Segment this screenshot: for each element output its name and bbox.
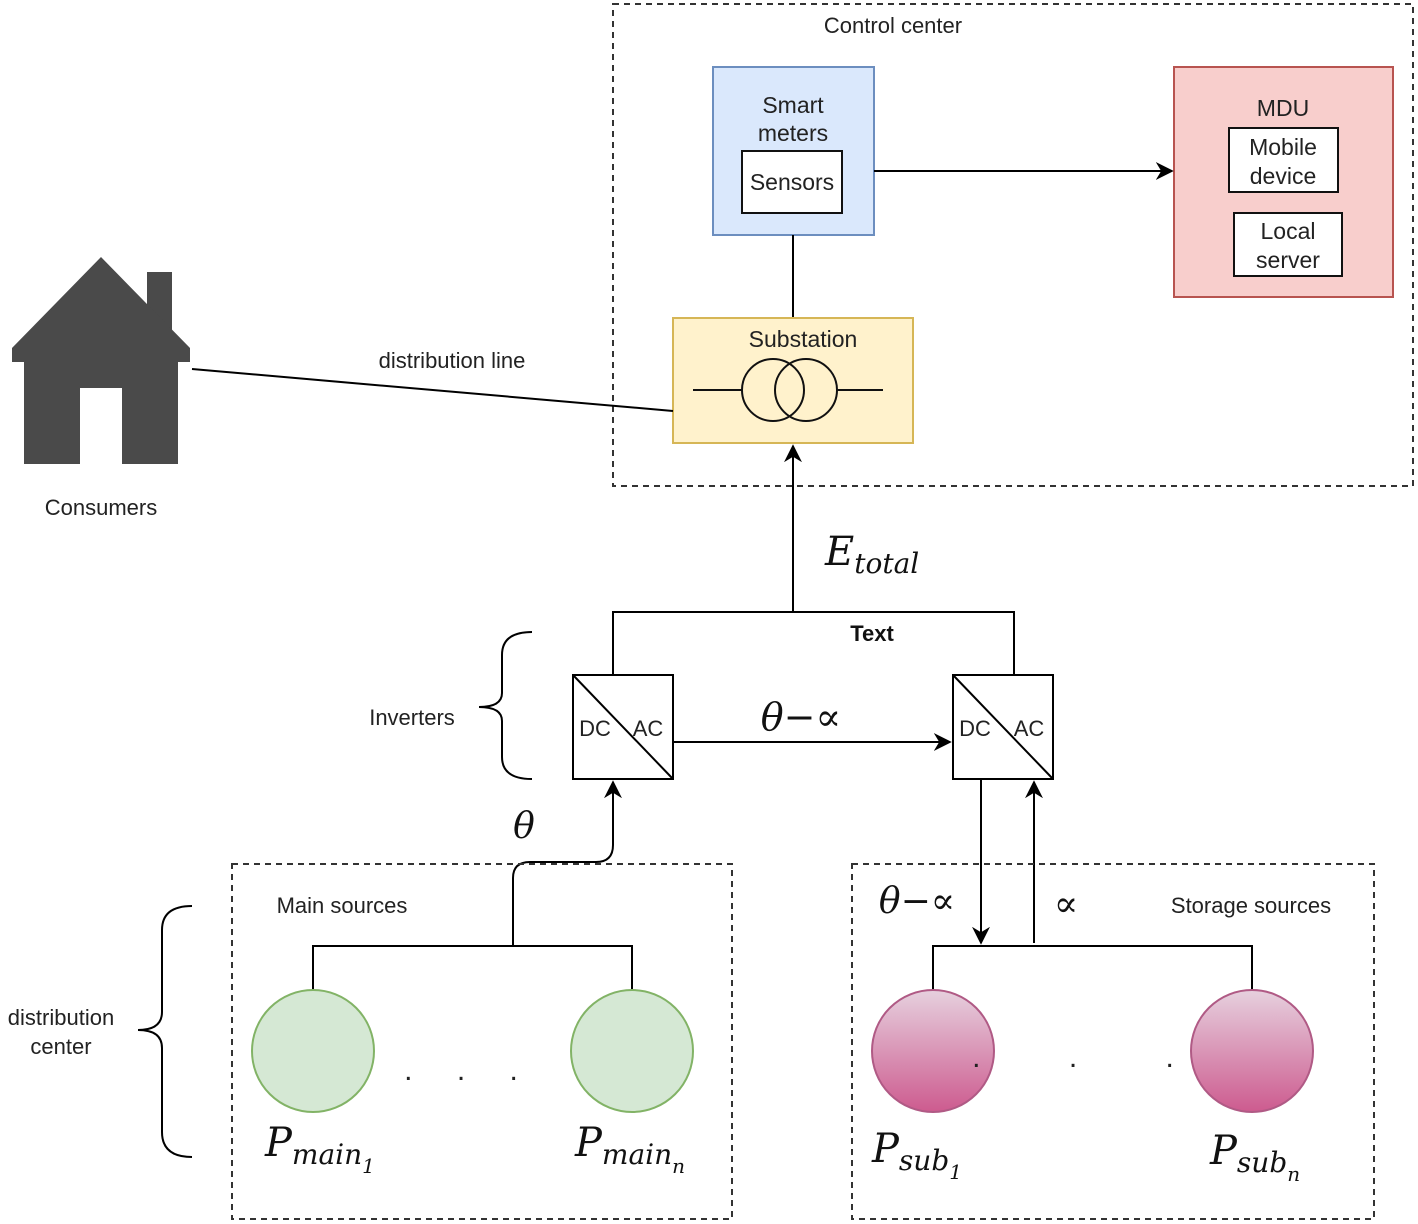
mobile-device-box[interactable]	[1228, 127, 1339, 193]
distribution-line	[191, 368, 674, 412]
main-sources-dots: . . .	[404, 1054, 536, 1087]
local-server-line1: Local	[1261, 218, 1316, 244]
p-main-n-label: Pmainn	[574, 1120, 685, 1178]
inverter-storage[interactable]: DC AC	[952, 674, 1054, 780]
sensors-label: Sensors	[750, 169, 834, 195]
mobile-device-line1: Mobile	[1249, 134, 1317, 160]
p-main-1-label: Pmain1	[264, 1120, 375, 1178]
theta-minus-alpha-bottom: θ−∝	[879, 881, 955, 922]
e-total-main: E	[824, 529, 854, 575]
text-label: Text	[850, 621, 894, 646]
theta-minus-alpha-top: θ−∝	[761, 695, 841, 739]
inverter-storage-ac: AC	[1014, 716, 1045, 741]
main-source-1[interactable]	[251, 989, 375, 1113]
e-total-sub: total	[854, 547, 919, 580]
e-total-label: Etotal	[824, 529, 919, 580]
consumers-label: Consumers	[45, 495, 157, 520]
inverter-main-ac: AC	[633, 716, 664, 741]
inverter-storage-dc: DC	[959, 716, 991, 741]
main-source-n[interactable]	[570, 989, 694, 1113]
distribution-center-line2: center	[30, 1034, 91, 1059]
inverters-brace	[478, 631, 533, 780]
main-sources-to-inverter-arrow	[512, 780, 622, 946]
storage-source-n[interactable]	[1190, 989, 1314, 1113]
substation-title: Substation	[749, 326, 858, 352]
sensors-box[interactable]	[741, 150, 843, 214]
storage-sources-dots: . . .	[972, 1041, 1214, 1074]
inverters-label: Inverters	[369, 705, 455, 730]
smart-meters-title-line2: meters	[758, 120, 828, 146]
p-sub-1-label: Psub1	[871, 1126, 962, 1184]
main-sources-boundary	[231, 863, 733, 1220]
storage-sources-boundary	[851, 863, 1375, 1220]
smart-meters-title-line1: Smart	[762, 92, 824, 118]
inverter-main[interactable]: DC AC	[572, 674, 674, 780]
distribution-center-line1: distribution	[8, 1005, 114, 1030]
alpha-label: ∝	[1054, 884, 1078, 925]
mobile-device-line2: device	[1250, 163, 1316, 189]
p-sub-n-label: Psubn	[1209, 1128, 1300, 1186]
mdu-title: MDU	[1257, 95, 1309, 121]
storage-source-1[interactable]	[871, 989, 995, 1113]
inverter-main-dc: DC	[579, 716, 611, 741]
house-icon	[12, 257, 190, 464]
distribution-center-brace	[137, 905, 193, 1158]
storage-sources-label: Storage sources	[1171, 893, 1331, 918]
distribution-line-label: distribution line	[379, 348, 526, 373]
local-server-box[interactable]	[1233, 212, 1343, 277]
substation-box[interactable]	[672, 317, 914, 444]
control-center-boundary	[612, 3, 1414, 487]
storage-sources-bus	[932, 945, 1253, 990]
theta-label: θ	[513, 806, 535, 847]
local-server-line2: server	[1256, 247, 1320, 273]
main-sources-bus	[312, 945, 633, 990]
transformer-icon	[693, 358, 883, 422]
main-sources-label: Main sources	[277, 893, 408, 918]
inverter-bus	[612, 611, 1015, 675]
control-center-title: Control center	[824, 13, 962, 38]
